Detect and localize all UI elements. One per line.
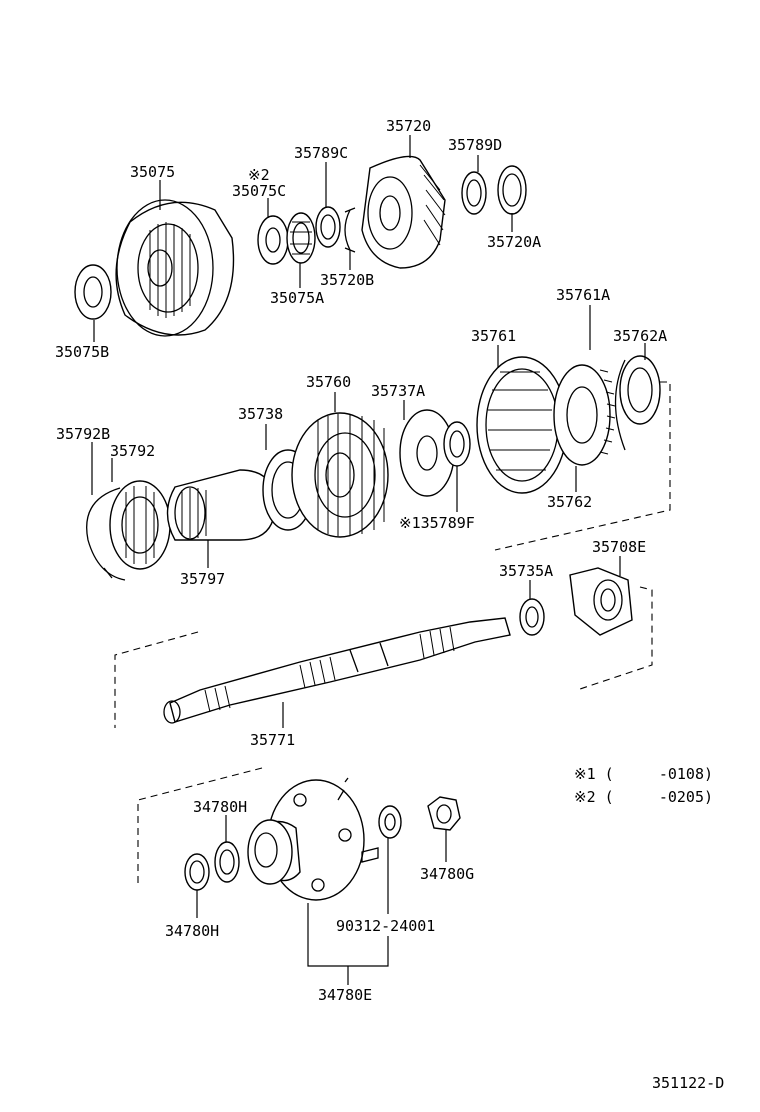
label-35762A: 35762A — [613, 327, 667, 345]
part-35720A[interactable] — [497, 165, 527, 215]
dashed-guide-shaft-right — [576, 586, 653, 691]
part-35708E[interactable] — [569, 567, 633, 636]
label-35761A: 35761A — [556, 286, 610, 304]
label-35720A: 35720A — [487, 233, 541, 251]
dashed-guide-shaft-left — [114, 631, 199, 728]
part-35789C[interactable] — [315, 206, 341, 248]
label-mark2: ※2 — [248, 166, 270, 184]
part-34780H-b[interactable] — [214, 841, 240, 883]
label-34780G: 34780G — [420, 865, 474, 883]
dashed-guide-bottom — [137, 767, 263, 888]
label-35720: 35720 — [386, 117, 431, 135]
label-35738: 35738 — [238, 405, 283, 423]
part-35762A[interactable] — [614, 355, 661, 451]
part-35789F[interactable] — [443, 421, 471, 467]
part-35789D[interactable] — [461, 171, 487, 215]
label-35789F: ※135789F — [399, 514, 475, 532]
label-35737A: 35737A — [371, 382, 425, 400]
part-35737A[interactable] — [399, 409, 455, 497]
label-35075: 35075 — [130, 163, 175, 181]
part-35771-shaft[interactable] — [163, 617, 511, 724]
label-35792B: 35792B — [56, 425, 110, 443]
part-35797[interactable] — [166, 469, 276, 541]
part-35075C[interactable] — [257, 215, 289, 265]
diagram-id: 351122-D — [652, 1074, 724, 1092]
label-35789C: 35789C — [294, 144, 348, 162]
label-35075A: 35075A — [270, 289, 324, 307]
label-35761: 35761 — [471, 327, 516, 345]
label-34780E: 34780E — [318, 986, 372, 1004]
part-35792B[interactable] — [86, 487, 126, 581]
part-35762-hub[interactable] — [553, 364, 616, 466]
part-35720-carrier[interactable] — [361, 155, 446, 269]
label-35760: 35760 — [306, 373, 351, 391]
label-35735A: 35735A — [499, 562, 553, 580]
part-35735A[interactable] — [519, 598, 545, 636]
part-35792[interactable] — [109, 480, 171, 570]
part-34780E-flange[interactable] — [247, 777, 379, 901]
part-35761-ring-gear[interactable] — [476, 356, 568, 494]
part-35075A[interactable] — [286, 212, 316, 264]
label-34780H-bottom: 34780H — [165, 922, 219, 940]
part-35720B[interactable] — [344, 207, 356, 253]
part-34780G-nut[interactable] — [427, 796, 461, 831]
dashed-guide-mid — [494, 381, 671, 551]
note-2: ※2 ( -0205) — [574, 788, 713, 806]
label-35720B: 35720B — [320, 271, 374, 289]
part-35075-drum[interactable] — [115, 199, 235, 337]
label-35797: 35797 — [180, 570, 225, 588]
label-35075C: 35075C — [232, 182, 286, 200]
part-90312-24001[interactable] — [378, 805, 402, 839]
label-35708E: 35708E — [592, 538, 646, 556]
label-35792: 35792 — [110, 442, 155, 460]
part-35760-gear[interactable] — [291, 412, 389, 538]
label-35075B: 35075B — [55, 343, 109, 361]
note-1: ※1 ( -0108) — [574, 765, 713, 783]
part-35075B[interactable] — [74, 264, 112, 320]
label-34780H-top: 34780H — [193, 798, 247, 816]
label-35762: 35762 — [547, 493, 592, 511]
label-35789D: 35789D — [448, 136, 502, 154]
part-34780H-a[interactable] — [184, 853, 210, 891]
label-90312-24001: 90312-24001 — [336, 917, 435, 935]
label-35771: 35771 — [250, 731, 295, 749]
